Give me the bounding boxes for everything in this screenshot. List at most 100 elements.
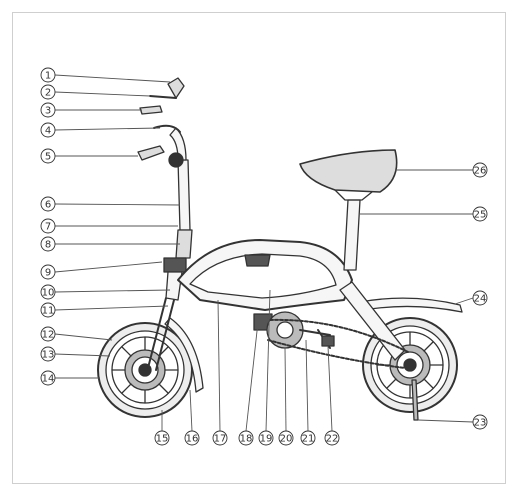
handlebar-controls <box>137 77 185 168</box>
callout-19: 19 <box>258 430 274 446</box>
callout-11: 11 <box>40 302 56 318</box>
callout-number: 5 <box>45 152 51 163</box>
callout-circle <box>40 326 56 342</box>
callout-number: 8 <box>45 240 51 251</box>
callout-number: 11 <box>42 306 55 317</box>
callout-18: 18 <box>238 430 254 446</box>
callout-circle <box>154 430 170 446</box>
callout-line-4 <box>54 127 161 131</box>
callout-line-1 <box>54 74 171 83</box>
bike-drawing <box>97 77 463 421</box>
callout-number: 22 <box>326 434 339 445</box>
callout-26: 26 <box>472 162 488 178</box>
handlebar-stem <box>163 127 193 301</box>
front-wheel <box>97 322 193 418</box>
callout-number: 7 <box>45 222 51 233</box>
callout-17: 17 <box>212 430 228 446</box>
callout-21: 21 <box>300 430 316 446</box>
callout-circle <box>40 284 56 300</box>
callout-5: 5 <box>40 148 56 164</box>
callout-circle <box>184 430 200 446</box>
callout-number: 15 <box>156 434 169 445</box>
callout-24: 24 <box>472 290 488 306</box>
callout-number: 26 <box>474 166 487 177</box>
callout-14: 14 <box>40 370 56 386</box>
callout-number: 21 <box>302 434 315 445</box>
callout-circle <box>238 430 254 446</box>
callout-circle <box>40 346 56 362</box>
callout-1: 1 <box>40 67 56 83</box>
callout-circle <box>40 67 56 83</box>
callout-line-22 <box>327 345 333 432</box>
callout-line-6 <box>54 203 181 206</box>
callout-circle <box>278 430 294 446</box>
callout-number: 14 <box>42 374 55 385</box>
main-frame <box>177 239 353 311</box>
callout-number: 3 <box>45 106 51 117</box>
callout-circle <box>40 196 56 212</box>
callout-number: 16 <box>186 434 199 445</box>
rear-fender <box>359 297 463 313</box>
callout-line-24 <box>454 297 474 305</box>
callout-line-2 <box>54 91 151 97</box>
callout-10: 10 <box>40 284 56 300</box>
callout-9: 9 <box>40 264 56 280</box>
callout-4: 4 <box>40 122 56 138</box>
callout-22: 22 <box>324 430 340 446</box>
callout-number: 24 <box>474 294 487 305</box>
callout-number: 19 <box>260 434 273 445</box>
callout-number: 1 <box>45 71 51 82</box>
callout-line-11 <box>54 305 169 311</box>
callout-circle <box>40 370 56 386</box>
callout-line-16 <box>189 389 193 432</box>
callout-13: 13 <box>40 346 56 362</box>
callout-circle <box>40 264 56 280</box>
callout-circle <box>324 430 340 446</box>
callout-16: 16 <box>184 430 200 446</box>
callout-number: 18 <box>240 434 253 445</box>
callout-line-17 <box>217 299 221 432</box>
callout-circle <box>258 430 274 446</box>
callout-number: 17 <box>214 434 227 445</box>
callout-circle <box>40 102 56 118</box>
callout-leader-lines <box>54 74 474 432</box>
callout-circle <box>40 84 56 100</box>
callout-12: 12 <box>40 326 56 342</box>
callout-number: 10 <box>42 288 55 299</box>
callout-circle <box>472 206 488 222</box>
callout-circle <box>40 148 56 164</box>
callout-line-12 <box>54 333 113 341</box>
callout-circle <box>40 218 56 234</box>
callout-6: 6 <box>40 196 56 212</box>
callout-number: 6 <box>45 200 51 211</box>
callout-circle <box>300 430 316 446</box>
callout-circle <box>40 302 56 318</box>
seat-assembly <box>299 149 398 271</box>
callout-number: 25 <box>474 210 487 221</box>
drive-train <box>266 311 409 369</box>
callout-circle <box>40 122 56 138</box>
callout-15: 15 <box>154 430 170 446</box>
callout-circle <box>40 236 56 252</box>
callout-circle <box>472 162 488 178</box>
callout-number: 20 <box>280 434 293 445</box>
callout-number: 13 <box>42 350 55 361</box>
callout-number: 2 <box>45 88 51 99</box>
front-fender <box>164 317 204 393</box>
front-fork <box>147 297 175 371</box>
callout-2: 2 <box>40 84 56 100</box>
callout-23: 23 <box>472 414 488 430</box>
callout-line-13 <box>54 353 111 357</box>
callout-8: 8 <box>40 236 56 252</box>
callout-circle <box>472 414 488 430</box>
callout-number: 9 <box>45 268 51 279</box>
callout-number: 12 <box>42 330 55 341</box>
callout-line-18 <box>245 321 259 432</box>
callout-line-20 <box>284 347 287 432</box>
callout-7: 7 <box>40 218 56 234</box>
callout-line-21 <box>305 339 309 432</box>
callout-25: 25 <box>472 206 488 222</box>
callout-line-10 <box>54 289 171 293</box>
